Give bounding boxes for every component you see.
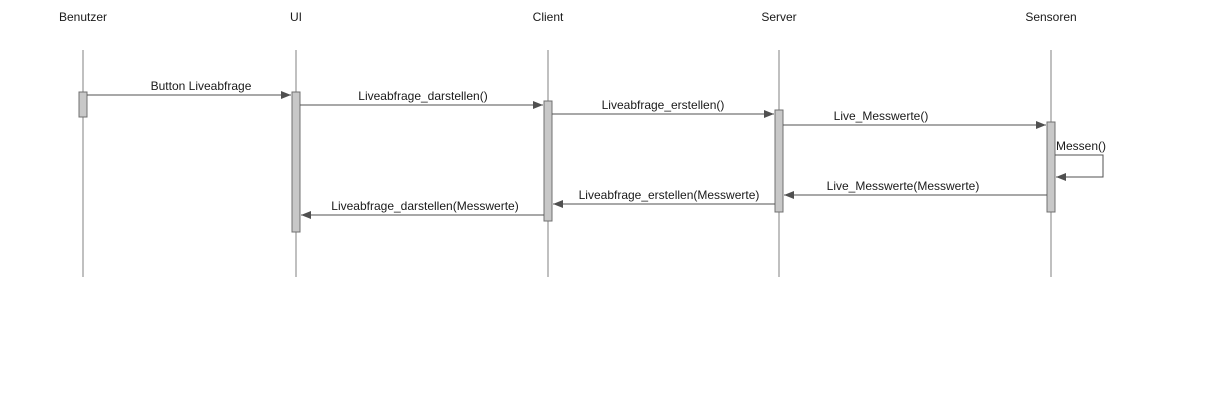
- activation-sensoren: [1046, 121, 1056, 213]
- participant-server: Server: [761, 10, 796, 24]
- message-label-messen: Messen(): [1056, 139, 1106, 153]
- message-label-liveabfrage-erstellen-return: Liveabfrage_erstellen(Messwerte): [579, 188, 760, 202]
- message-label-liveabfrage-erstellen: Liveabfrage_erstellen(): [602, 98, 725, 112]
- message-label-live-messwerte: Live_Messwerte(): [834, 109, 929, 123]
- activation-ui: [291, 91, 301, 233]
- participant-ui: UI: [290, 10, 302, 24]
- message-label-live-messwerte-return: Live_Messwerte(Messwerte): [827, 179, 980, 193]
- message-arrow-messen: [1055, 154, 1104, 181]
- activation-benutzer: [78, 91, 88, 118]
- activation-client: [543, 100, 553, 222]
- participant-sensoren: Sensoren: [1025, 10, 1076, 24]
- participant-client: Client: [533, 10, 564, 24]
- message-label-button-liveabfrage: Button Liveabfrage: [151, 79, 252, 93]
- message-label-liveabfrage-darstellen-return: Liveabfrage_darstellen(Messwerte): [331, 199, 518, 213]
- activation-server: [774, 109, 784, 213]
- participant-benutzer: Benutzer: [59, 10, 107, 24]
- message-label-liveabfrage-darstellen: Liveabfrage_darstellen(): [358, 89, 487, 103]
